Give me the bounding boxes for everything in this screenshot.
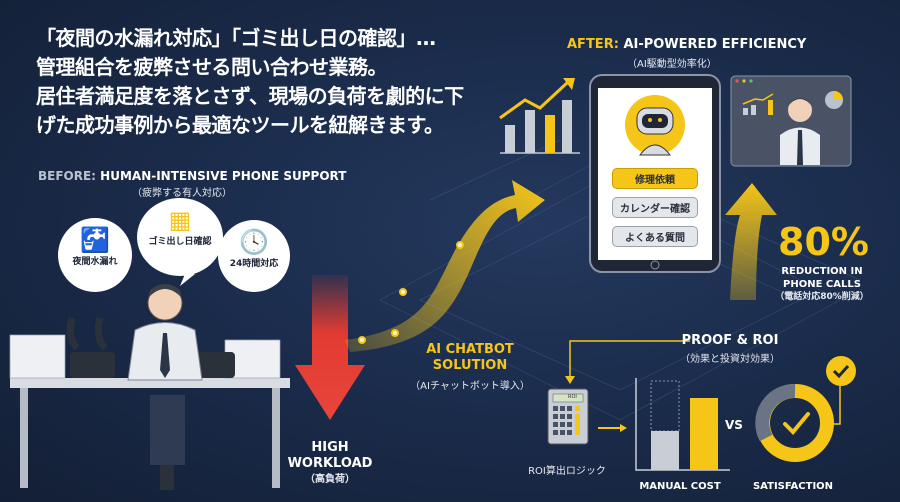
before-heading: BEFORE: HUMAN-INTENSIVE PHONE SUPPORT xyxy=(38,169,346,183)
growth-chart-icon xyxy=(499,78,580,154)
check-badge-icon xyxy=(826,356,856,386)
solution-line: SOLUTION xyxy=(432,358,508,373)
solution-line: AI CHATBOT xyxy=(426,342,514,357)
stat-value: 80% xyxy=(778,220,869,264)
speech-bubble-24h: 🕓 24時間対応 xyxy=(218,220,290,292)
headline-line: 居住者満足度を落とさず、現場の負荷を劇的に下 xyxy=(36,84,464,108)
bar-manual-cost xyxy=(651,431,679,470)
after-prefix: AFTER: xyxy=(567,37,619,52)
desk xyxy=(10,378,290,488)
cost-label: MANUAL COST xyxy=(639,481,721,492)
after-title: AI-POWERED EFFICIENCY xyxy=(623,37,807,52)
calc-screen-text: ROI xyxy=(568,394,577,400)
bubble-tail xyxy=(180,274,195,286)
growth-curve-arrow xyxy=(345,180,545,352)
after-subtitle: （AI駆動型効率化） xyxy=(627,59,717,70)
before-subtitle: （疲弊する有人対応） xyxy=(132,188,232,199)
stat-line: PHONE CALLS xyxy=(783,279,861,290)
network-nodes xyxy=(358,241,464,344)
calc-label: ROI算出ロジック xyxy=(528,466,606,477)
calculator-icon xyxy=(547,388,589,445)
clock-icon: 🕓 xyxy=(239,228,269,256)
calendar-icon: ▦ xyxy=(168,206,192,234)
workload-subtitle: （高負荷） xyxy=(304,474,355,485)
chat-option-repair[interactable]: 修理依頼 xyxy=(612,168,698,189)
proof-connector xyxy=(569,340,690,378)
satisfaction-label: SATISFACTION xyxy=(752,481,834,492)
after-heading: AFTER: AI-POWERED EFFICIENCY xyxy=(567,37,806,52)
chat-option-calendar[interactable]: カレンダー確認 xyxy=(612,197,698,218)
workload-label: HIGH WORKLOAD （高負荷） xyxy=(288,440,373,488)
stat-line: REDUCTION IN xyxy=(781,266,863,277)
solution-subtitle: （AIチャットボット導入） xyxy=(410,381,530,392)
workload-line: WORKLOAD xyxy=(287,456,373,471)
before-title: HUMAN-INTENSIVE PHONE SUPPORT xyxy=(100,169,347,183)
bubble-label: 夜間水漏れ xyxy=(72,257,118,267)
before-prefix: BEFORE: xyxy=(38,169,96,183)
speech-bubble-leak: 🚰 夜間水漏れ xyxy=(58,218,132,292)
headline: 「夜間の水漏れ対応」「ゴミ出し日の確認」… 管理組合を疲弊させる問い合わせ業務。… xyxy=(36,24,464,140)
dashboard-card xyxy=(730,75,852,167)
proof-subtitle: （効果と投資対効果） xyxy=(680,354,780,365)
bubble-label: 24時間対応 xyxy=(229,259,279,269)
chat-option-faq[interactable]: よくある質問 xyxy=(612,226,698,247)
headline-line: 「夜間の水漏れ対応」「ゴミ出し日の確認」… xyxy=(36,26,436,50)
headline-line: げた成功事例から最適なツールを紐解きます。 xyxy=(36,113,444,137)
down-arrow xyxy=(295,275,365,420)
faucet-icon: 🚰 xyxy=(80,226,110,254)
bubble-label: ゴミ出し日確認 xyxy=(148,237,212,247)
workload-line: HIGH xyxy=(311,440,349,455)
stressed-worker xyxy=(127,284,203,490)
bar-satisfaction xyxy=(690,398,718,470)
up-arrow xyxy=(725,183,777,300)
satisfaction-donut xyxy=(755,356,856,462)
stat-caption: REDUCTION IN PHONE CALLS （電話対応80%削減） xyxy=(775,265,869,304)
proof-title: PROOF & ROI xyxy=(681,333,779,348)
phone-icon xyxy=(66,317,235,378)
headline-line: 管理組合を疲弊させる問い合わせ業務。 xyxy=(36,55,387,79)
speech-bubble-garbage: ▦ ゴミ出し日確認 xyxy=(137,198,223,276)
stat-subtitle: （電話対応80%削減） xyxy=(775,292,869,302)
solution-label: AI CHATBOT SOLUTION xyxy=(426,342,514,374)
vs-label: VS xyxy=(725,418,743,432)
cost-chart xyxy=(635,378,730,471)
